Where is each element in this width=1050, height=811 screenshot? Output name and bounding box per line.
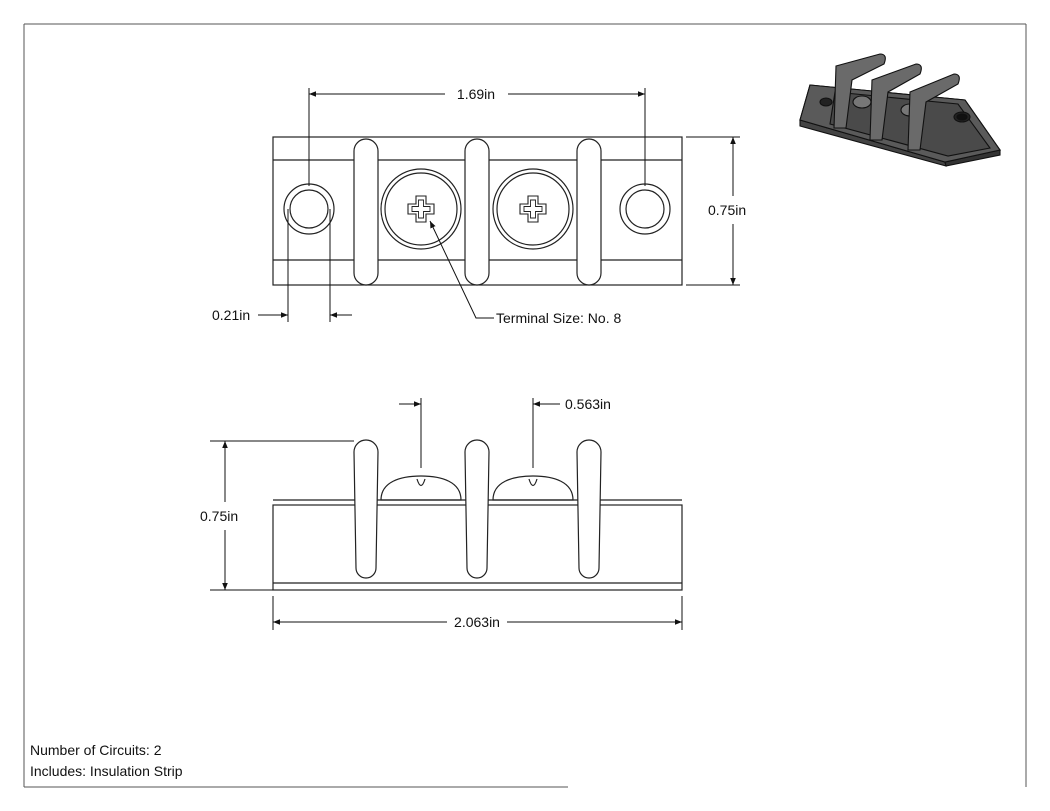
dim-height-top: 0.75in [708, 202, 746, 218]
side-barrier-1 [353, 439, 379, 579]
dim-length: 2.063in [454, 614, 500, 630]
barrier-2 [464, 138, 490, 286]
side-view [272, 439, 683, 591]
top-dimensions [258, 88, 740, 322]
screw-head-2 [492, 475, 574, 501]
barrier-3 [576, 138, 602, 286]
side-barrier-3 [576, 439, 602, 579]
sheet-border [23, 23, 1027, 788]
side-barrier-2 [464, 439, 490, 579]
barrier-1 [353, 138, 379, 286]
dim-width-top: 1.69in [457, 86, 495, 102]
top-view [272, 136, 683, 286]
dim-hole: 0.21in [212, 307, 250, 323]
dim-screw-spacing: 0.563in [565, 396, 611, 412]
side-dimensions [210, 398, 683, 630]
isometric-view [799, 53, 1001, 167]
number-of-circuits: Number of Circuits: 2 [30, 742, 162, 758]
screw-head-1 [380, 475, 462, 501]
notes-block: Number of Circuits: 2 Includes: Insulati… [30, 740, 183, 782]
includes-note: Includes: Insulation Strip [30, 763, 183, 779]
terminal-size-label: Terminal Size: No. 8 [496, 310, 621, 326]
dim-height-side: 0.75in [200, 508, 238, 524]
